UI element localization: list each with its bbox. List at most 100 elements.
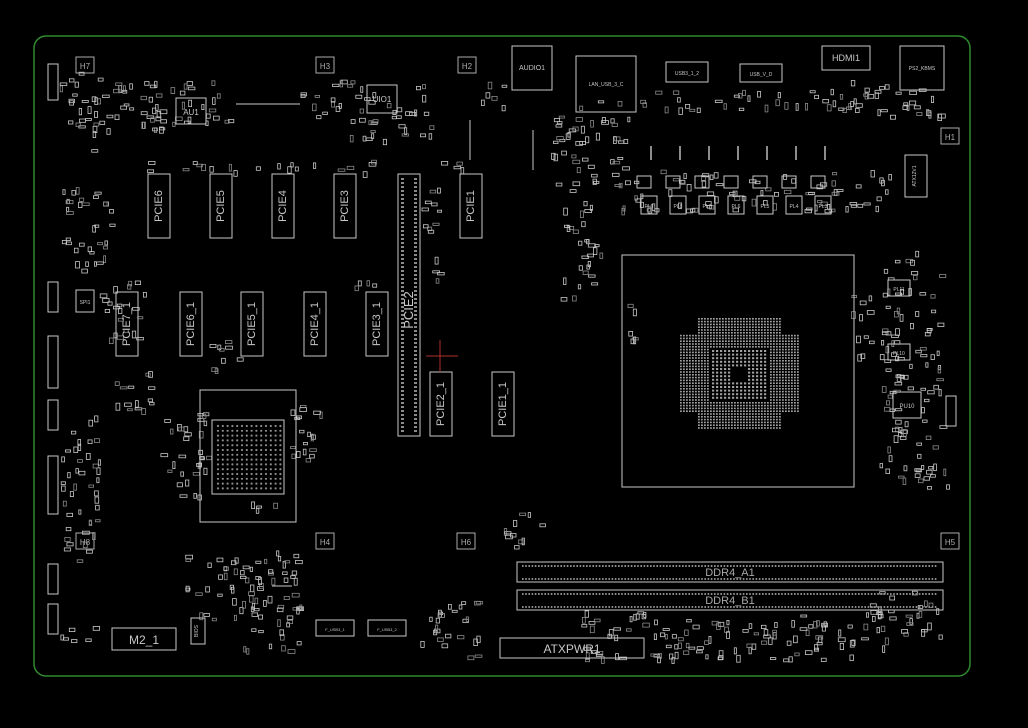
passive-component [141,408,146,415]
cpu-pad [767,340,769,342]
slot-pin [414,322,417,324]
cpu-pad [776,348,778,351]
cpu-pad [767,323,769,326]
dimm-pin [858,578,860,580]
passive-component [258,630,264,634]
slot-pin [401,246,404,248]
passive-component [928,466,934,470]
cpu-pad [728,360,731,363]
passive-component [427,229,435,234]
dimm-pin [794,565,796,567]
cpu-pad [689,337,691,340]
cpu-pad [722,332,724,334]
cpu-pad [791,343,793,345]
dimm-pin [550,606,553,608]
cpu-pad [734,337,736,340]
pch-ball [250,434,253,437]
inductor-label: PL3 [819,204,828,210]
cpu-pad [782,402,784,404]
cpu-pad [724,350,727,352]
cpu-pad [731,427,733,429]
passive-component [587,253,594,258]
dimm-pin [883,565,886,567]
dimm-pin [749,593,751,595]
pch-ball [245,463,248,466]
passive-component [885,189,889,195]
pch-ball [250,424,253,428]
dimm-pin [557,578,559,580]
dimm-pin [829,578,831,580]
cpu-pad [707,334,709,337]
cpu-pad [761,323,763,326]
cpu-pad [776,424,778,426]
cpu-pad [779,346,781,348]
slot-pin [401,178,404,180]
pci-slot-pcie1: PCIE1 [459,173,483,239]
cpu-pad [737,332,739,334]
passive-component [209,165,214,173]
dimm-pin [602,606,604,608]
dimm-pin [643,606,646,608]
cpu-pad [722,318,724,320]
usb-header-label: F_USB3_2 [377,627,397,632]
slot-pin [414,278,417,280]
cpu-pad [794,340,796,342]
cpu-pad [698,348,700,351]
dimm-pin [803,593,806,595]
dimm-pin [918,578,921,580]
passive-component [686,619,692,623]
cpu-pad [701,416,703,418]
cpu-pad [695,407,697,410]
dimm-pin [893,578,895,580]
cpu-pad [713,320,715,323]
cpu-pad [737,340,739,342]
cpu-pad [680,348,682,351]
dimm-pin [550,593,553,595]
dimm-pin [832,593,834,595]
cpu-pad [731,418,733,421]
cpu-pad [707,382,709,384]
passive-component [579,105,584,111]
cpu-pad [761,337,763,340]
cpu-pad [701,388,703,390]
dimm-pin [547,606,550,608]
cpu-pad [761,410,763,412]
cpu-pad [743,421,745,424]
cpu-pad [776,346,778,348]
cpu-pad [776,354,778,356]
pl10-label: PL10 [893,351,905,357]
dimm-pin [717,578,719,580]
slot-pin [401,226,404,228]
cpu-pad [767,334,769,337]
dimm-pin [880,578,882,580]
cpu-pad [686,340,688,342]
cpu-pad [764,407,766,410]
passive-component [255,508,260,514]
cpu-pad [755,404,757,407]
passive-component [684,629,689,636]
cpu-pad [701,393,703,396]
cpu-pad [722,329,724,331]
dimm-pin [547,565,550,567]
cpu-pad [755,402,757,404]
cpu-pad [797,362,799,365]
passive-component [195,592,203,596]
passive-component [869,340,875,345]
passive-component [97,242,103,246]
passive-component [277,604,285,609]
cpu-pad [720,364,723,367]
passive-component [678,642,682,649]
dimm-pin [742,578,745,580]
pch-ball [216,439,220,442]
passive-component [154,127,158,134]
dimm-pin [781,565,783,567]
cpu-pad [752,402,754,404]
cpu-pad [788,396,790,398]
cpu-pad [704,379,706,382]
passive-component [287,649,296,654]
cpu-pad [692,379,694,382]
cpu-pad [788,382,790,384]
pch-ball [240,453,244,456]
passive-component [590,650,598,654]
passive-component [152,127,158,132]
